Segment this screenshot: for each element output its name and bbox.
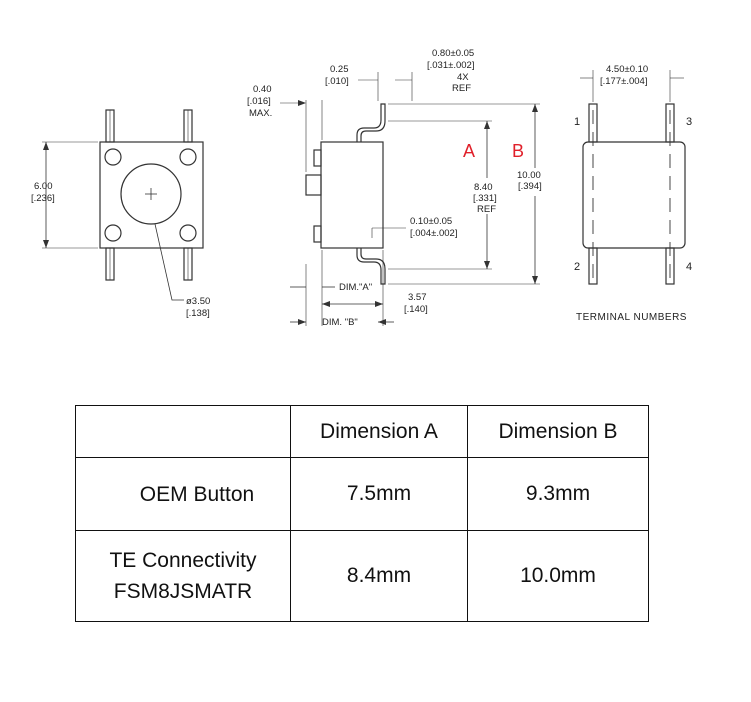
top-view-body — [99, 141, 204, 249]
body-mm-label: 3.57 — [408, 292, 427, 303]
lead-mm-label: 0.25 — [330, 64, 349, 75]
mount-hole — [179, 224, 197, 242]
row-label-line1: TE Connectivity — [109, 549, 257, 572]
row-label-line2: FSM8JSMATR — [113, 580, 253, 603]
max-mm-label: 0.40 — [253, 84, 272, 95]
terminal-1-label: 1 — [574, 116, 580, 128]
b-in-label: [.394] — [518, 181, 542, 192]
technical-drawing: 6.00 [.236] ø3.50 [.138] 0.40 [.016] MAX… — [31, 48, 692, 328]
plunger-circle — [120, 163, 182, 225]
terminal-3-label: 3 — [686, 116, 692, 128]
terminal-4-label: 4 — [686, 261, 692, 273]
header-dimension-a: Dimension A — [290, 405, 468, 458]
height-in-label: [.236] — [31, 193, 55, 204]
table-row: OEM Button 7.5mm 9.3mm — [75, 457, 649, 531]
row-label: TE Connectivity FSM8JSMATR — [75, 530, 291, 622]
a-note-label: REF — [477, 204, 496, 215]
a-in-label: [.331] — [473, 193, 497, 204]
cell-dimension-b: 10.0mm — [467, 530, 649, 622]
dim-a-label: DIM."A" — [339, 282, 372, 293]
max-note-label: MAX. — [249, 108, 272, 119]
cell-dimension-a: 7.5mm — [290, 457, 468, 531]
bottom-view-body — [582, 141, 686, 249]
width-note2-label: REF — [452, 83, 471, 94]
terminal-caption: TERMINAL NUMBERS — [576, 312, 687, 323]
dimension-table: Dimension A Dimension B OEM Button 7.5mm… — [75, 405, 649, 622]
bottom-view — [580, 70, 686, 285]
row-label-line1: OEM Button — [139, 482, 255, 506]
diameter-mm-label: ø3.50 — [186, 296, 210, 307]
width-note1-label: 4X — [457, 72, 469, 83]
row-label: OEM Button — [75, 457, 291, 531]
mount-hole — [179, 148, 197, 166]
max-in-label: [.016] — [247, 96, 271, 107]
header-cell-empty — [75, 405, 291, 458]
header-dimension-b: Dimension B — [467, 405, 649, 458]
side-view — [280, 72, 540, 326]
gap-mm-label: 0.10±0.05 — [410, 216, 452, 227]
b-mm-label: 10.00 — [517, 170, 541, 181]
table-header-row: Dimension A Dimension B — [75, 405, 649, 458]
pitch-mm-label: 4.50±0.10 — [606, 64, 648, 75]
table-row: TE Connectivity FSM8JSMATR 8.4mm 10.0mm — [75, 530, 649, 622]
side-view-body — [320, 141, 384, 249]
diameter-in-label: [.138] — [186, 308, 210, 319]
height-mm-label: 6.00 — [34, 181, 53, 192]
pitch-in-label: [.177±.004] — [600, 76, 647, 87]
gap-in-label: [.004±.002] — [410, 228, 457, 239]
label-a: A — [463, 141, 475, 161]
lead-in-label: [.010] — [325, 76, 349, 87]
width-mm-label: 0.80±0.05 — [432, 48, 474, 59]
a-mm-label: 8.40 — [474, 182, 493, 193]
terminal-2-label: 2 — [574, 261, 580, 273]
top-view — [42, 109, 204, 301]
body-in-label: [.140] — [404, 304, 428, 315]
cell-dimension-b: 9.3mm — [467, 457, 649, 531]
label-b: B — [512, 141, 524, 161]
cell-dimension-a: 8.4mm — [290, 530, 468, 622]
mount-hole — [104, 148, 122, 166]
width-in-label: [.031±.002] — [427, 60, 474, 71]
dim-b-label: DIM. "B" — [322, 317, 358, 328]
mount-hole — [104, 224, 122, 242]
drawing-labels: 6.00 [.236] ø3.50 [.138] 0.40 [.016] MAX… — [31, 48, 692, 328]
